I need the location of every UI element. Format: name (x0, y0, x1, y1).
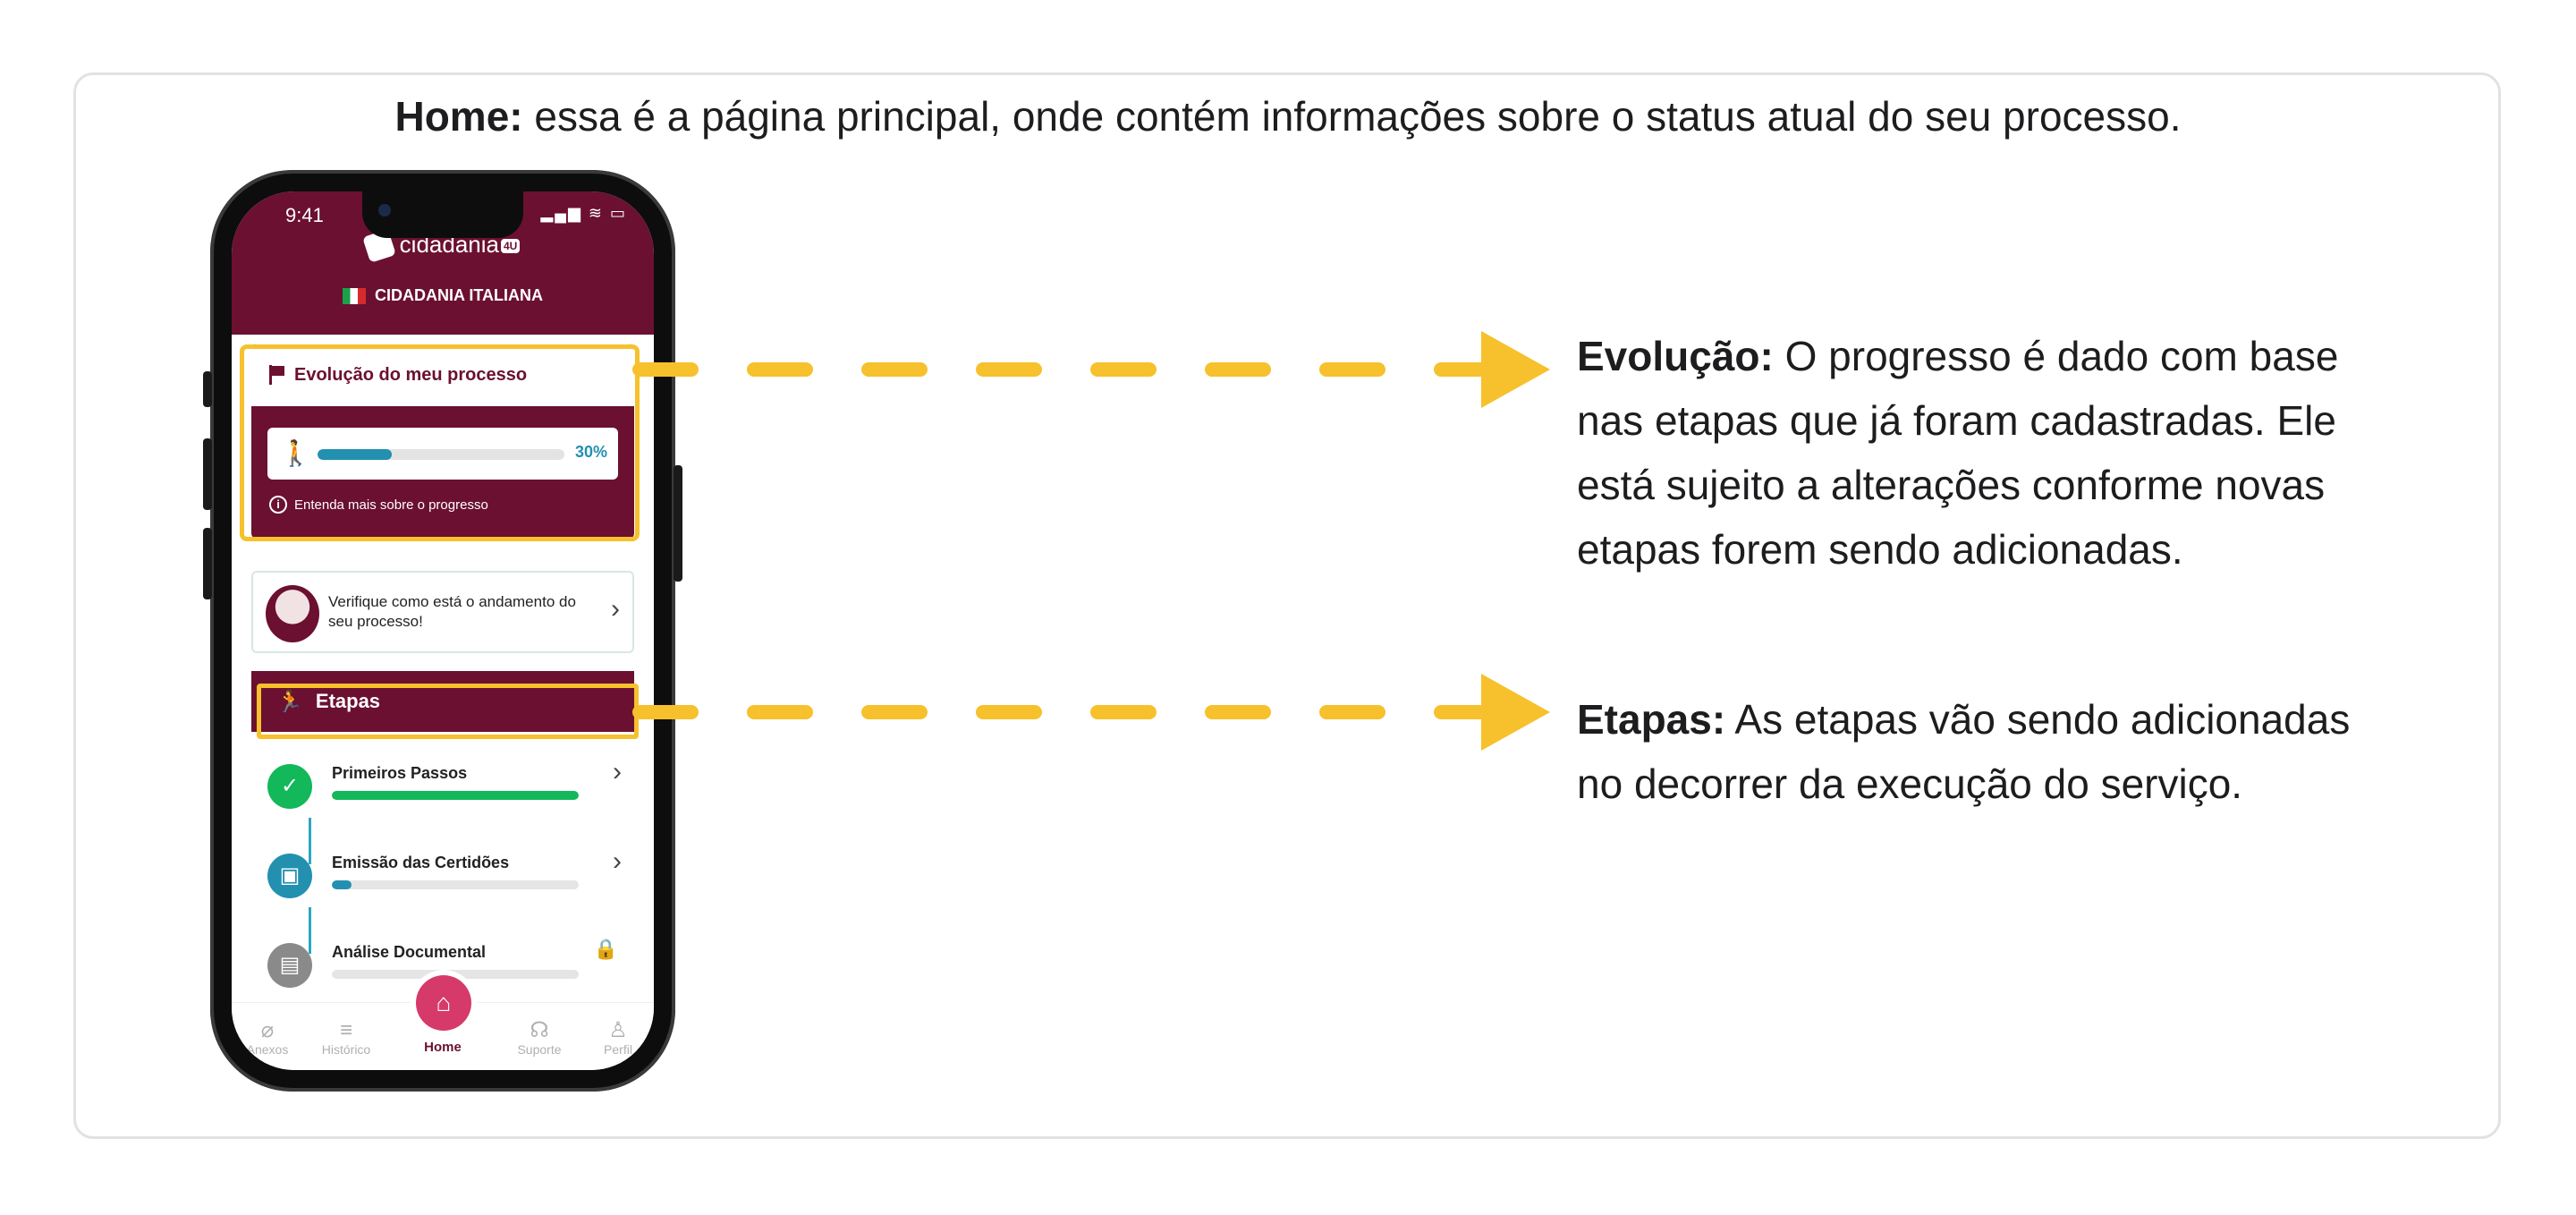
tab-historico[interactable]: ≡Histórico (310, 1018, 382, 1058)
evolution-progress-fill (318, 449, 392, 460)
assistant-text: Verifique como está o andamento do seu p… (328, 593, 576, 630)
evolution-title: Evolução do meu processo (294, 364, 528, 385)
step-connector (309, 907, 311, 954)
annotation-evolucao: Evolução: O progresso é dado com base na… (1577, 324, 2364, 582)
headline-text: essa é a página principal, onde contém i… (522, 93, 2182, 140)
progress-info-link[interactable]: i Entenda mais sobre o progresso (269, 496, 488, 514)
annotation-etapas: Etapas: As etapas vão sendo adicionadas … (1577, 687, 2364, 816)
phone-volume-up (203, 438, 212, 510)
step-progress-fill (332, 791, 579, 800)
annotation-evolucao-text: O progresso é dado com base nas etapas q… (1577, 333, 2339, 573)
lock-icon: 🔒 (593, 938, 618, 960)
evolution-highlight (240, 344, 640, 541)
chevron-right-icon: › (611, 594, 620, 624)
camera-icon (378, 204, 391, 217)
step-item-analise-documental: ▤ Análise Documental 🔒 (251, 925, 634, 1015)
page-headline: Home: essa é a página principal, onde co… (0, 92, 2576, 140)
tab-perfil[interactable]: ♙Perfil (582, 1018, 654, 1058)
tab-label: Anexos (246, 1042, 289, 1057)
info-icon: i (269, 496, 287, 514)
step-progress-fill (332, 880, 352, 889)
tab-label: Suporte (517, 1042, 562, 1057)
step-title: Emissão das Certidões (332, 854, 510, 871)
check-icon: ✓ (267, 764, 312, 809)
chevron-right-icon: › (613, 846, 622, 876)
list-icon: ≡ (339, 1018, 352, 1042)
country-title: CIDADANIA ITALIANA (232, 286, 654, 305)
annotation-evolucao-label: Evolução: (1577, 333, 1774, 379)
hiker-icon: 🚶 (280, 439, 311, 467)
paperclip-icon: ⌀ (260, 1018, 275, 1042)
headline-bold: Home: (394, 93, 523, 140)
step-progress-track (332, 880, 579, 889)
tab-anexos[interactable]: ⌀Anexos (232, 1018, 303, 1058)
assistant-card[interactable]: Verifique como está o andamento do seu p… (251, 571, 634, 653)
step-item-emissao-certidoes[interactable]: ▣ Emissão das Certidões › (251, 836, 634, 925)
tab-home-button[interactable]: ⌂ (416, 975, 471, 1031)
step-item-primeiros-passos[interactable]: ✓ Primeiros Passos › (251, 746, 634, 836)
step-progress-track (332, 791, 579, 800)
document-icon: ▤ (267, 943, 312, 988)
annotation-etapas-label: Etapas: (1577, 696, 1726, 743)
progress-info-text: Entenda mais sobre o progresso (294, 497, 488, 513)
step-title: Primeiros Passos (332, 764, 468, 782)
home-icon: ⌂ (436, 989, 452, 1016)
evolution-progress-percent: 30% (574, 443, 607, 461)
status-time: 9:41 (285, 204, 324, 226)
signal-wifi-battery-icon: ▂▄▆ ≋ ▭ (540, 204, 627, 222)
evolution-header: Evolução do meu processo (251, 344, 634, 406)
phone-volume-down (203, 528, 212, 599)
evolution-progress-box: 🚶 30% (267, 428, 618, 480)
app-badge: 4U (500, 239, 521, 254)
tab-home-label: Home (424, 1040, 462, 1055)
briefcase-icon: ▣ (267, 854, 312, 898)
headset-icon: ☊ (530, 1018, 549, 1042)
etapas-title: Etapas (315, 690, 381, 712)
italy-flag-icon (343, 288, 366, 305)
user-icon: ♙ (608, 1018, 628, 1042)
evolution-card[interactable]: Evolução do meu processo 🚶 30% i Entenda … (251, 344, 634, 539)
etapas-header: 🏃 Etapas (251, 671, 634, 732)
step-connector (309, 818, 311, 864)
country-label: CIDADANIA ITALIANA (375, 286, 543, 304)
phone-notch (362, 191, 523, 238)
phone-power-button (674, 465, 682, 582)
assistant-avatar (266, 585, 319, 642)
tab-label: Perfil (604, 1042, 632, 1057)
tab-label: Histórico (321, 1042, 371, 1057)
step-progress-track (332, 970, 579, 979)
chevron-right-icon: › (613, 757, 622, 786)
phone-side-button (203, 371, 212, 407)
flag-icon (269, 365, 285, 385)
tab-suporte[interactable]: ☊Suporte (504, 1018, 575, 1058)
step-title: Análise Documental (332, 943, 487, 961)
evolution-progress-track (318, 449, 564, 460)
annotation-etapas-text: As etapas vão sendo adicionadas no decor… (1577, 696, 2351, 807)
running-icon: 🏃 (276, 689, 303, 714)
etapas-highlight (257, 684, 639, 739)
